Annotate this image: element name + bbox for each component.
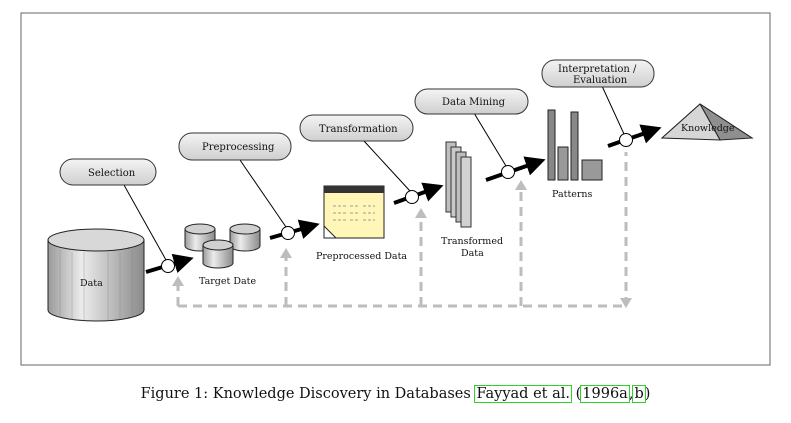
target-data-label: Target Date bbox=[199, 276, 256, 287]
stage-data-mining-label: Data Mining bbox=[442, 97, 506, 108]
transformed-data-label-line1: Transformed bbox=[441, 236, 503, 247]
connector-circles bbox=[161, 133, 633, 273]
citation-link-year-a[interactable]: 1996a bbox=[580, 385, 630, 403]
stage-selection-label: Selection bbox=[88, 168, 136, 179]
stage-interpretation-label-line1: Interpretation / bbox=[558, 64, 637, 75]
figure-caption: Figure 1: Knowledge Discovery in Databas… bbox=[0, 385, 791, 403]
stage-transformation: Transformation bbox=[299, 114, 414, 142]
target-data-icon bbox=[184, 223, 261, 269]
stage-data-mining: Data Mining bbox=[414, 88, 529, 115]
transformed-data-label-line2: Data bbox=[461, 248, 484, 259]
data-cylinder-icon bbox=[47, 228, 145, 322]
stage-preprocessing-label: Preprocessing bbox=[202, 142, 275, 153]
patterns-icon bbox=[547, 109, 603, 181]
stage-transformation-label: Transformation bbox=[319, 124, 398, 135]
knowledge-label: Knowledge bbox=[681, 123, 735, 134]
knowledge-pyramid-icon bbox=[660, 103, 754, 141]
stage-interpretation-label-line2: Evaluation bbox=[573, 75, 628, 86]
caption-open-paren: ( bbox=[571, 386, 582, 402]
stage-preprocessing: Preprocessing bbox=[178, 132, 292, 161]
stage-pointer-lines bbox=[123, 85, 625, 261]
transformed-data-icon bbox=[445, 141, 472, 228]
caption-comma: , bbox=[628, 386, 634, 402]
data-label: Data bbox=[80, 278, 103, 289]
preprocessed-data-label: Preprocessed Data bbox=[316, 251, 407, 262]
feedback-loop bbox=[176, 152, 628, 308]
preprocessed-data-icon bbox=[323, 185, 385, 239]
stage-interpretation-evaluation: Interpretation / Evaluation bbox=[541, 59, 655, 88]
citation-link-year-b[interactable]: b bbox=[632, 385, 646, 403]
patterns-label: Patterns bbox=[552, 189, 593, 200]
caption-close-paren: ) bbox=[644, 386, 651, 402]
caption-prefix: Figure 1: Knowledge Discovery in Databas… bbox=[140, 386, 476, 402]
stage-selection: Selection bbox=[59, 158, 157, 186]
citation-link-authors[interactable]: Fayyad et al. bbox=[474, 385, 572, 403]
feedback-arrowheads bbox=[172, 180, 632, 308]
